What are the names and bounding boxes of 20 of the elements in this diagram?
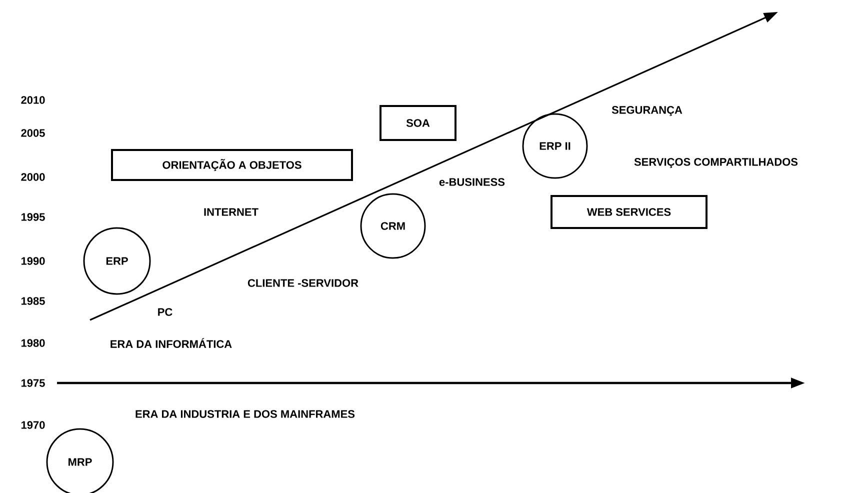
label: SEGURANÇA bbox=[612, 106, 682, 116]
label: ERA DA INDUSTRIA E DOS MAINFRAMES bbox=[136, 410, 355, 418]
label: 1985 bbox=[21, 297, 45, 305]
text-box: ORIENTAÇÃO A OBJETOS bbox=[111, 149, 353, 181]
label: 1970 bbox=[21, 421, 45, 429]
label: 2005 bbox=[21, 129, 45, 137]
label: 1990 bbox=[21, 257, 45, 265]
label: SERVIÇOS COMPARTILHADOS bbox=[634, 158, 798, 168]
label: 1980 bbox=[21, 339, 45, 347]
text-box: SOA bbox=[380, 105, 456, 141]
label: PC bbox=[158, 308, 172, 316]
label: 2010 bbox=[21, 96, 45, 104]
label: 2000 bbox=[21, 173, 45, 181]
circle-node: ERP II bbox=[522, 113, 588, 179]
circle-node: ERP bbox=[83, 227, 151, 295]
circle-node: CRM bbox=[360, 193, 426, 259]
label: INTERNET bbox=[204, 208, 258, 216]
label: e-BUSINESS bbox=[439, 178, 505, 186]
label: ERA DA INFORMÁTICA bbox=[110, 338, 232, 348]
text-box: WEB SERVICES bbox=[550, 195, 708, 229]
